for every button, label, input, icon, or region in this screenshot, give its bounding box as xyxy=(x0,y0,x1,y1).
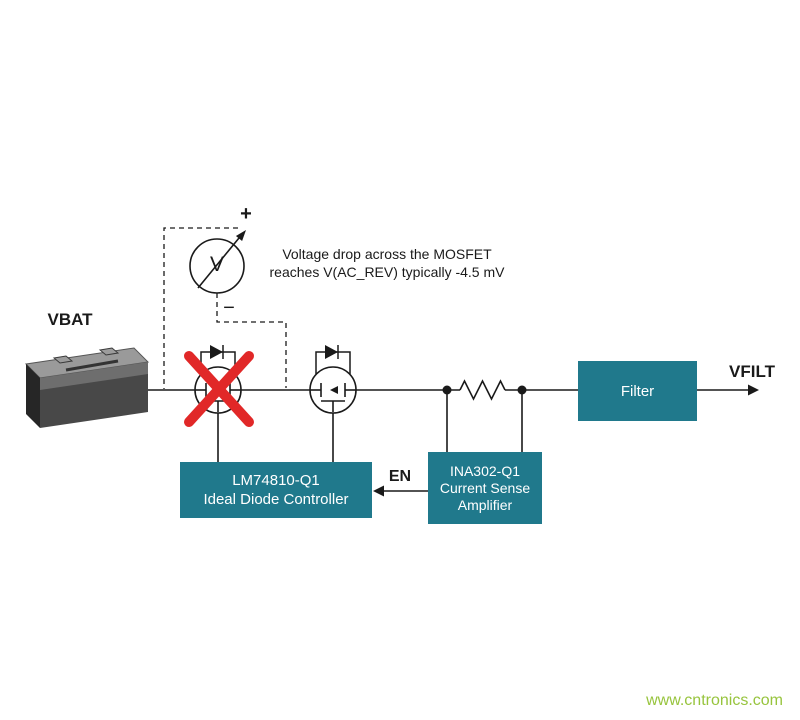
voltmeter-label: V xyxy=(209,253,224,276)
lm74810-name: LM74810-Q1 xyxy=(232,472,320,489)
en-arrow xyxy=(373,485,428,497)
battery-icon xyxy=(24,347,150,428)
ina302-block: INA302-Q1 Current Sense Amplifier xyxy=(428,452,542,524)
lm74810-description: Ideal Diode Controller xyxy=(203,491,349,508)
body-diode-2 xyxy=(315,345,351,374)
red-x-icon xyxy=(184,351,254,427)
ina302-description-1: Current Sense xyxy=(439,479,531,496)
ina302-description-2: Amplifier xyxy=(457,496,513,513)
vfilt-arrowhead xyxy=(748,384,759,396)
vfilt-label: VFILT xyxy=(729,362,775,381)
voltmeter-icon xyxy=(189,230,246,294)
sense-resistor xyxy=(459,379,506,401)
sense-lines xyxy=(446,390,523,452)
filter-block: Filter xyxy=(578,361,697,421)
vbat-label: VBAT xyxy=(47,310,93,329)
watermark: www.cntronics.com xyxy=(646,692,783,709)
voltmeter-dashed-lines xyxy=(163,227,287,389)
voltmeter-minus-sign: − xyxy=(223,297,235,319)
ina302-name: INA302-Q1 xyxy=(449,462,521,479)
filter-label: Filter xyxy=(620,382,655,400)
voltmeter-plus-sign: + xyxy=(240,203,252,225)
en-label: EN xyxy=(388,468,412,485)
mosfet-annotation: Voltage drop across the MOSFET reaches V… xyxy=(258,245,516,281)
mosfet-2 xyxy=(309,366,357,414)
annotation-line1: Voltage drop across the MOSFET xyxy=(282,246,492,262)
gate-lines xyxy=(217,408,334,462)
lm74810-block: LM74810-Q1 Ideal Diode Controller xyxy=(180,462,372,518)
annotation-line2: reaches V(AC_REV) typically -4.5 mV xyxy=(269,264,505,280)
